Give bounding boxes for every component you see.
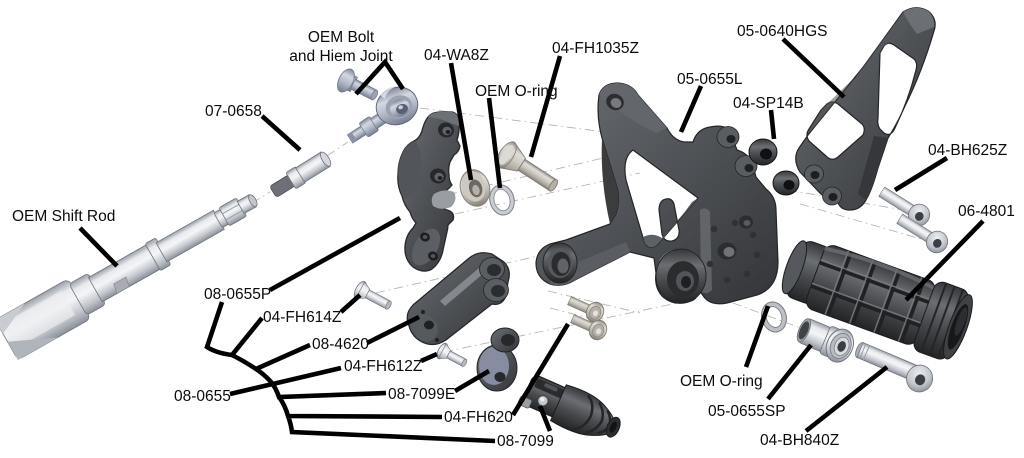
svg-text:OEM O-ring: OEM O-ring	[680, 373, 763, 390]
svg-text:06-4801: 06-4801	[958, 203, 1015, 220]
svg-text:04-FH1035Z: 04-FH1035Z	[552, 40, 639, 57]
svg-text:08-7099E: 08-7099E	[388, 386, 455, 403]
svg-text:07-0658: 07-0658	[205, 103, 262, 120]
svg-text:08-7099: 08-7099	[497, 433, 554, 450]
svg-text:OEM O-ring: OEM O-ring	[475, 83, 558, 100]
svg-text:04-BH625Z: 04-BH625Z	[928, 142, 1007, 159]
svg-text:04-FH612Z: 04-FH612Z	[344, 358, 422, 375]
svg-text:04-FH620: 04-FH620	[444, 409, 513, 426]
svg-text:05-0655SP: 05-0655SP	[708, 403, 786, 420]
svg-text:and Hiem Joint: and Hiem Joint	[289, 48, 393, 65]
svg-text:05-0655L: 05-0655L	[677, 71, 743, 88]
svg-text:04-FH614Z: 04-FH614Z	[263, 309, 341, 326]
svg-text:OEM Shift Rod: OEM Shift Rod	[12, 208, 115, 225]
svg-text:08-0655: 08-0655	[174, 388, 231, 405]
svg-text:04-SP14B: 04-SP14B	[733, 95, 804, 112]
svg-text:05-0640HGS: 05-0640HGS	[737, 23, 827, 40]
svg-text:OEM Bolt: OEM Bolt	[308, 29, 375, 46]
svg-text:08-0655P: 08-0655P	[204, 286, 271, 303]
svg-text:08-4620: 08-4620	[312, 336, 369, 353]
svg-text:04-WA8Z: 04-WA8Z	[424, 47, 489, 64]
svg-text:04-BH840Z: 04-BH840Z	[760, 432, 839, 449]
